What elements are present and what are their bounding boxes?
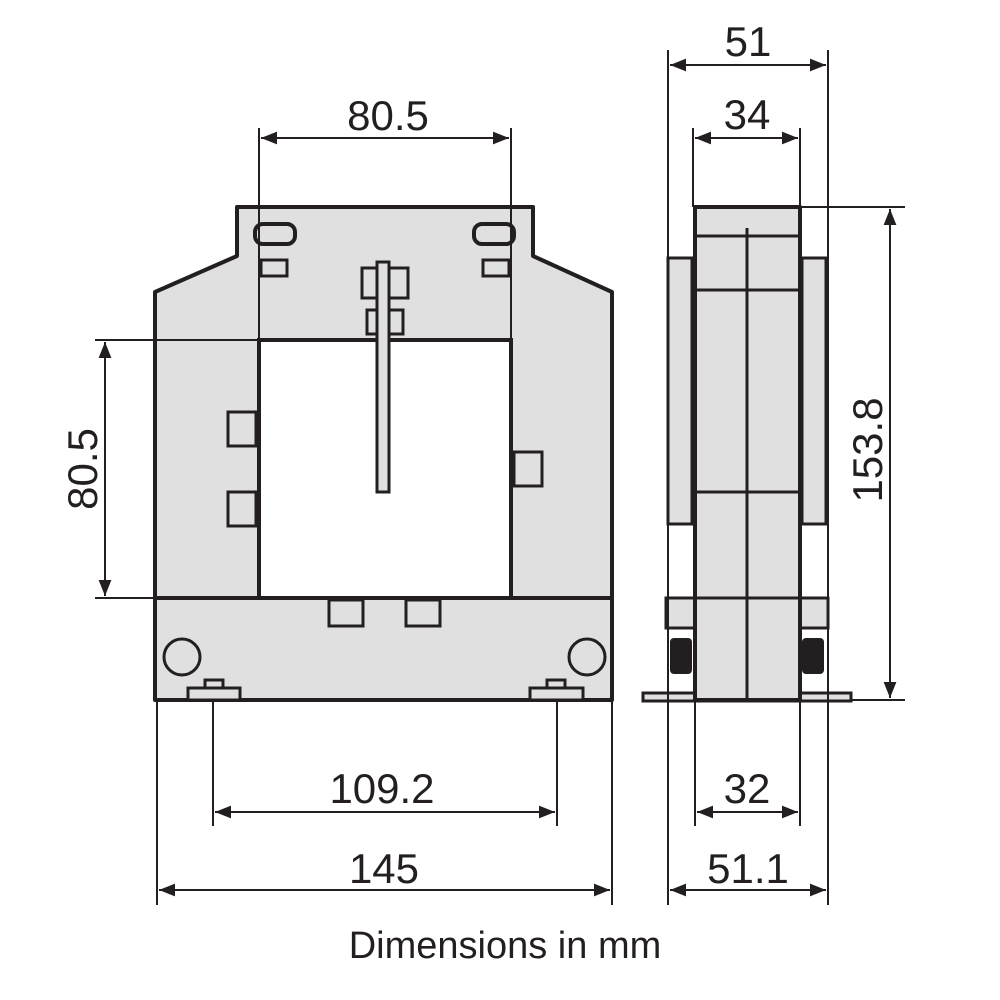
dim-body-depth-top: 34 <box>724 91 771 138</box>
dim-body-depth-bottom: 32 <box>724 765 771 812</box>
side-bracket-right <box>796 596 830 630</box>
screw-right <box>802 638 824 674</box>
foot-left <box>186 686 242 702</box>
clip-left-upper <box>226 410 258 448</box>
clip-right <box>512 450 544 488</box>
side-clip-left <box>666 256 694 526</box>
dim-mounting-distance: 109.2 <box>329 765 434 812</box>
terminal-left <box>253 222 297 246</box>
front-base <box>153 596 614 702</box>
side-clip-right <box>800 256 828 526</box>
mounting-hole-right <box>567 637 607 677</box>
clip-left-lower <box>226 490 258 528</box>
foot-right <box>528 686 585 702</box>
terminal-right <box>472 222 516 246</box>
foot-right-tab <box>545 678 567 690</box>
clip-bottom-right <box>404 598 442 628</box>
caption: Dimensions in mm <box>349 925 662 967</box>
dim-overall-width: 145 <box>349 845 419 892</box>
label-slot-right <box>481 258 511 278</box>
label-slot-left <box>259 258 289 278</box>
side-bracket-left <box>664 596 698 630</box>
foot-left-tab <box>203 678 225 690</box>
screw-left <box>670 638 692 674</box>
dim-window-height: 80.5 <box>59 428 106 510</box>
dim-overall-depth-top: 51 <box>725 18 772 65</box>
front-view: 80.5 80.5 109.2 145 <box>59 92 614 905</box>
dim-window-width: 80.5 <box>347 92 429 139</box>
clamp-rod <box>375 260 391 494</box>
dim-overall-height: 153.8 <box>844 397 891 502</box>
dim-overall-depth-bottom: 51.1 <box>707 845 789 892</box>
mounting-hole-left <box>162 637 202 677</box>
clip-bottom-left <box>327 598 365 628</box>
side-view: 51 34 153.8 32 51.1 <box>641 18 905 905</box>
